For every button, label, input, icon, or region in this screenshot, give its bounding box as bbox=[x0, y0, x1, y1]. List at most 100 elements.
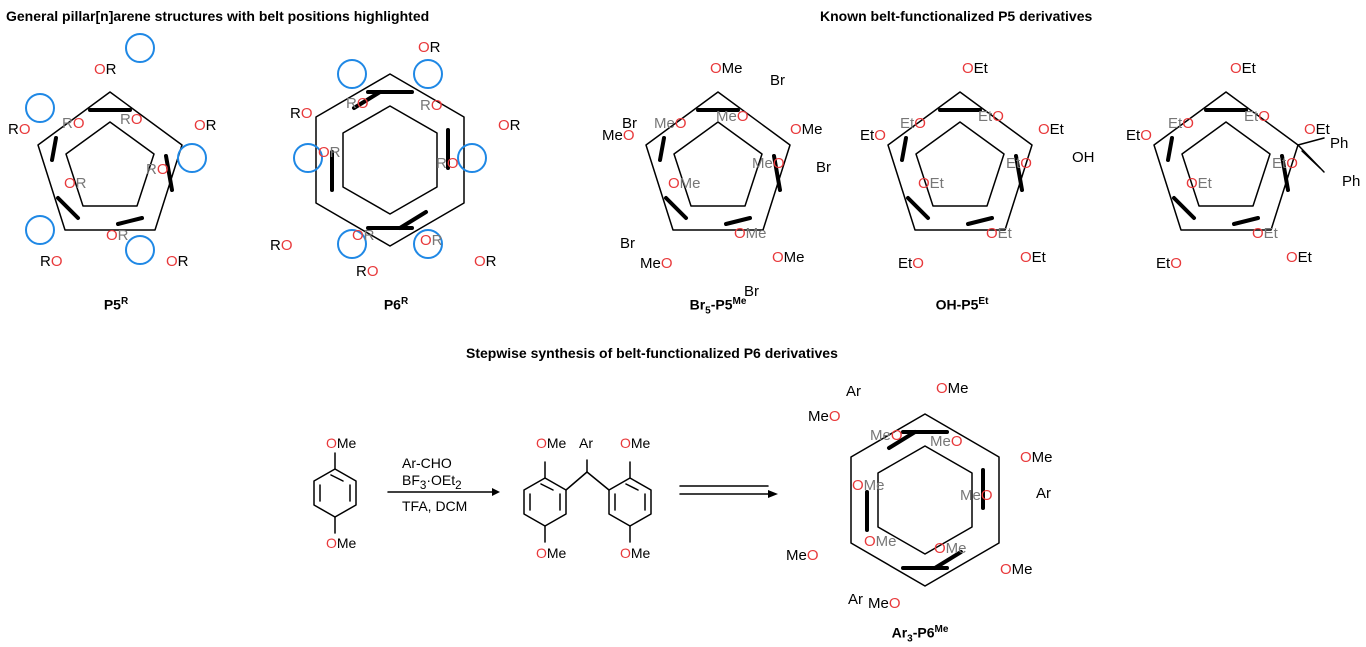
p6r-structure bbox=[293, 59, 487, 259]
svg-text:EtO: EtO bbox=[978, 108, 1004, 125]
caption-p6r: P6R bbox=[383, 296, 409, 313]
svg-text:RO: RO bbox=[8, 121, 31, 138]
reagent-conditions: TFA, DCM bbox=[402, 498, 468, 514]
svg-text:OMe: OMe bbox=[852, 477, 885, 494]
svg-text:OMe: OMe bbox=[620, 545, 651, 561]
svg-text:OR: OR bbox=[498, 117, 521, 134]
svg-text:MeO: MeO bbox=[602, 127, 635, 144]
svg-text:Br: Br bbox=[622, 115, 637, 132]
svg-text:OMe: OMe bbox=[326, 535, 357, 551]
svg-text:Ar: Ar bbox=[1036, 485, 1051, 502]
svg-text:EtO: EtO bbox=[900, 115, 926, 132]
p5r-structure bbox=[25, 33, 207, 265]
svg-text:OMe: OMe bbox=[1000, 561, 1033, 578]
svg-text:OMe: OMe bbox=[734, 225, 767, 242]
svg-text:RO: RO bbox=[290, 105, 313, 122]
svg-text:Ar: Ar bbox=[848, 591, 863, 608]
svg-text:RO: RO bbox=[356, 263, 379, 280]
svg-text:OR: OR bbox=[194, 117, 217, 134]
heading-general: General pillar[n]arene structures with b… bbox=[6, 8, 430, 24]
svg-text:MeO: MeO bbox=[870, 427, 903, 444]
svg-text:EtO: EtO bbox=[1156, 255, 1182, 272]
svg-text:OEt: OEt bbox=[1230, 60, 1257, 77]
svg-text:OMe: OMe bbox=[536, 545, 567, 561]
svg-text:RO: RO bbox=[120, 111, 143, 128]
svg-text:EtO: EtO bbox=[898, 255, 924, 272]
svg-text:EtO: EtO bbox=[860, 127, 886, 144]
caption-ar3-p6me: Ar3-P6Me bbox=[891, 624, 949, 645]
svg-text:Br: Br bbox=[816, 159, 831, 176]
svg-text:RO: RO bbox=[436, 155, 459, 172]
svg-text:OEt: OEt bbox=[918, 175, 945, 192]
svg-text:RO: RO bbox=[346, 95, 369, 112]
ph2-p5et-structure bbox=[1152, 90, 1325, 232]
svg-text:OEt: OEt bbox=[1186, 175, 1213, 192]
heading-stepwise: Stepwise synthesis of belt-functionalize… bbox=[466, 345, 838, 361]
svg-text:OMe: OMe bbox=[934, 540, 967, 557]
svg-text:MeO: MeO bbox=[930, 433, 963, 450]
svg-text:Br: Br bbox=[620, 235, 635, 252]
svg-text:OMe: OMe bbox=[536, 435, 567, 451]
svg-text:EtO: EtO bbox=[1006, 155, 1032, 172]
svg-text:EtO: EtO bbox=[1168, 115, 1194, 132]
svg-text:OMe: OMe bbox=[1020, 449, 1053, 466]
svg-text:OR: OR bbox=[352, 227, 375, 244]
svg-text:Ar: Ar bbox=[579, 435, 593, 451]
svg-text:MeO: MeO bbox=[868, 595, 901, 612]
reagent-bf3: BF3·OEt2 bbox=[402, 472, 462, 492]
svg-text:OR: OR bbox=[420, 232, 443, 249]
svg-text:OR: OR bbox=[166, 253, 189, 270]
svg-text:OEt: OEt bbox=[1304, 121, 1331, 138]
svg-text:OMe: OMe bbox=[710, 60, 743, 77]
svg-text:OEt: OEt bbox=[986, 225, 1013, 242]
svg-text:OEt: OEt bbox=[1252, 225, 1279, 242]
svg-text:OR: OR bbox=[106, 227, 129, 244]
svg-text:OMe: OMe bbox=[668, 175, 701, 192]
svg-text:OR: OR bbox=[474, 253, 497, 270]
svg-text:Br: Br bbox=[770, 72, 785, 89]
caption-br5-p5me: Br5-P5Me bbox=[689, 296, 747, 317]
svg-text:OMe: OMe bbox=[936, 380, 969, 397]
svg-text:OR: OR bbox=[418, 39, 441, 56]
svg-text:MeO: MeO bbox=[960, 487, 993, 504]
svg-text:Br: Br bbox=[744, 283, 759, 300]
svg-text:OEt: OEt bbox=[962, 60, 989, 77]
svg-text:OMe: OMe bbox=[620, 435, 651, 451]
svg-text:OMe: OMe bbox=[790, 121, 823, 138]
caption-p5r: P5R bbox=[103, 296, 129, 313]
svg-text:RO: RO bbox=[146, 161, 169, 178]
svg-text:Ph: Ph bbox=[1342, 173, 1360, 190]
svg-text:Ar: Ar bbox=[846, 383, 861, 400]
svg-text:Ph: Ph bbox=[1330, 135, 1348, 152]
svg-text:OR: OR bbox=[94, 61, 117, 78]
svg-text:OEt: OEt bbox=[1286, 249, 1313, 266]
svg-text:RO: RO bbox=[62, 115, 85, 132]
svg-text:OMe: OMe bbox=[326, 435, 357, 451]
diarylmethane-left bbox=[523, 461, 588, 543]
svg-text:MeO: MeO bbox=[786, 547, 819, 564]
svg-text:MeO: MeO bbox=[654, 115, 687, 132]
svg-text:EtO: EtO bbox=[1272, 155, 1298, 172]
svg-text:OEt: OEt bbox=[1038, 121, 1065, 138]
svg-text:EtO: EtO bbox=[1126, 127, 1152, 144]
svg-text:OR: OR bbox=[318, 144, 341, 161]
svg-text:OR: OR bbox=[64, 175, 87, 192]
caption-oh-p5et: OH-P5Et bbox=[935, 296, 989, 313]
diarylmethane-right bbox=[586, 461, 652, 543]
svg-text:OMe: OMe bbox=[772, 249, 805, 266]
svg-text:MeO: MeO bbox=[752, 155, 785, 172]
svg-text:OEt: OEt bbox=[1020, 249, 1047, 266]
svg-text:RO: RO bbox=[420, 97, 443, 114]
svg-text:RO: RO bbox=[40, 253, 63, 270]
svg-text:MeO: MeO bbox=[640, 255, 673, 272]
reagent-archo: Ar-CHO bbox=[402, 455, 452, 471]
heading-known: Known belt-functionalized P5 derivatives bbox=[820, 8, 1093, 24]
dimethoxybenzene bbox=[313, 452, 357, 534]
svg-text:MeO: MeO bbox=[808, 408, 841, 425]
svg-text:MeO: MeO bbox=[716, 108, 749, 125]
svg-text:OMe: OMe bbox=[864, 533, 897, 550]
belt-highlight bbox=[125, 33, 155, 63]
svg-text:RO: RO bbox=[270, 237, 293, 254]
svg-text:OH: OH bbox=[1072, 149, 1095, 166]
